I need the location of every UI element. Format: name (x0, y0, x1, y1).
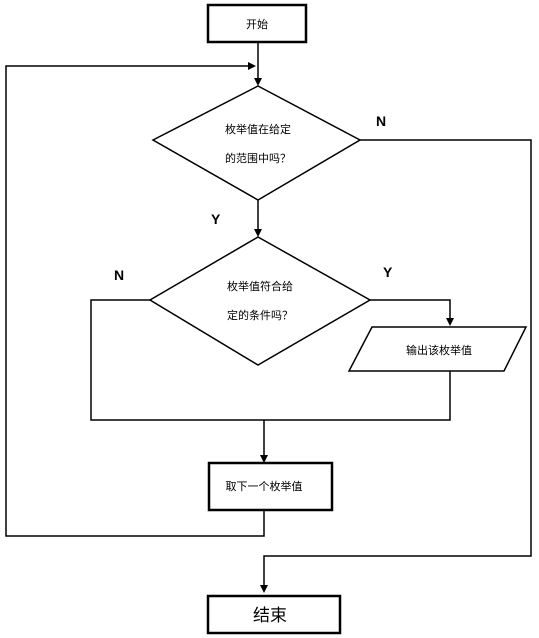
end-box (206, 594, 342, 635)
arrowhead (254, 229, 262, 237)
condition-decision (148, 236, 372, 366)
start-label: 开始 (246, 17, 268, 31)
next-value-box (207, 461, 334, 512)
arrowhead (446, 318, 454, 326)
arrow-condition-yes (370, 299, 451, 318)
start-box (206, 3, 308, 44)
arrow-loop-back (5, 65, 265, 537)
arrowhead (248, 62, 256, 70)
range-decision (151, 85, 362, 201)
condition-yes-label: Y (383, 264, 393, 280)
range-no-label: N (376, 113, 386, 129)
arrow-range-no (263, 139, 532, 585)
arrowhead (260, 455, 268, 463)
arrowhead (260, 585, 268, 593)
output-parallelogram (347, 326, 528, 372)
range-decision-line1: 枚举值在给定 (225, 122, 291, 136)
line-condition-no (90, 299, 264, 421)
condition-decision-line1: 枚举值符合给 (227, 279, 293, 293)
range-decision-line2: 的范围中吗？ (225, 151, 291, 165)
condition-decision-line2: 定的条件吗？ (227, 308, 293, 322)
output-label: 输出该枚举值 (406, 343, 472, 357)
range-yes-label: Y (211, 211, 221, 227)
arrowhead (254, 78, 262, 86)
end-label: 结束 (253, 606, 287, 626)
condition-no-label: N (114, 267, 124, 283)
line-output-to-merge (264, 371, 451, 421)
next-value-label: 取下一个枚举值 (226, 479, 303, 493)
